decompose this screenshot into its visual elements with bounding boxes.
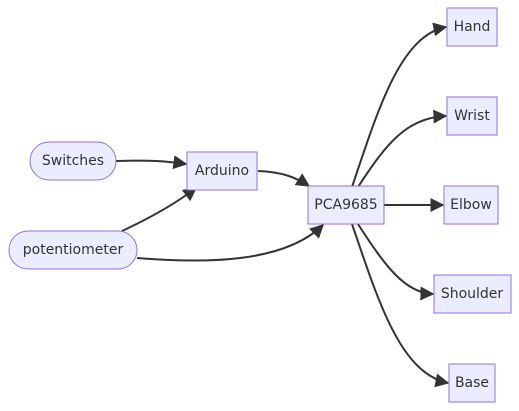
node-switches-label: Switches [42,153,104,169]
edge-pca9685-to-wrist [357,109,448,188]
edges [115,22,450,388]
node-hand-label: Hand [454,19,491,35]
node-base-label: Base [455,375,489,391]
edge-potentiometer-to-pca9685 [136,224,325,262]
node-elbow-label: Elbow [450,197,492,213]
node-elbow[interactable]: Elbow [443,185,499,225]
node-base[interactable]: Base [448,363,496,403]
node-hand[interactable]: Hand [446,7,498,47]
node-pca9685[interactable]: PCA9685 [307,185,385,225]
node-potentiometer-label: potentiometer [23,242,124,258]
edge-potentiometer-to-arduino [121,187,198,232]
node-wrist[interactable]: Wrist [446,96,498,136]
node-shoulder-label: Shoulder [441,286,504,302]
node-switches[interactable]: Switches [29,141,117,181]
node-potentiometer[interactable]: potentiometer [8,230,138,270]
edge-pca9685-to-shoulder [357,223,435,301]
node-pca9685-label: PCA9685 [314,197,377,213]
node-shoulder[interactable]: Shoulder [433,274,512,314]
edge-switches-to-arduino [115,155,188,170]
node-arduino[interactable]: Arduino [186,151,258,191]
node-wrist-label: Wrist [454,108,490,124]
edge-pca9685-to-hand [351,22,448,188]
edge-arduino-to-pca9685 [257,170,311,187]
edge-pca9685-to-base [351,223,450,388]
node-arduino-label: Arduino [195,163,249,179]
